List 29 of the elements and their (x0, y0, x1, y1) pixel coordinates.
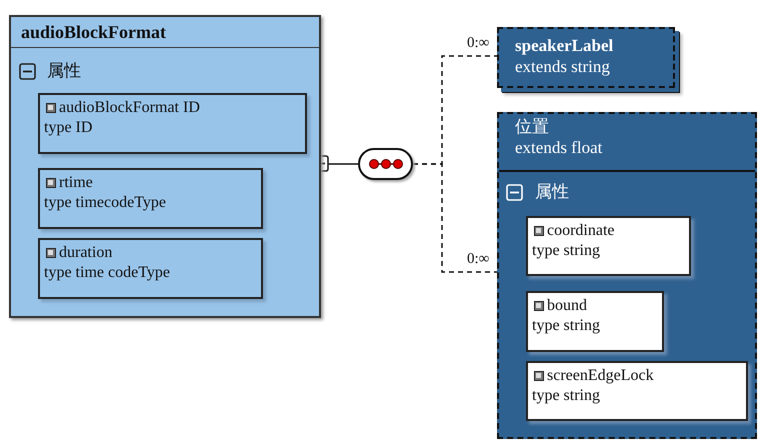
connector-line (413, 163, 497, 273)
element-name: speakerLabel (515, 36, 614, 56)
attribute-box (526, 361, 748, 421)
attribute-name: screenEdgeLock (547, 366, 654, 386)
section-heading: 属性 (47, 61, 81, 81)
attribute-name: coordinate (547, 221, 615, 241)
element-name: 位置 (515, 117, 549, 137)
element-box (497, 112, 757, 439)
attribute-box (38, 238, 263, 299)
attribute-box (526, 291, 664, 352)
attribute-box (526, 216, 691, 276)
type-label: extends float (515, 138, 602, 158)
attribute-box (38, 93, 307, 154)
attribute-name: bound (547, 296, 587, 316)
attribute-type: type time codeType (44, 263, 170, 283)
attribute-type: type string (532, 386, 600, 406)
attribute-name: audioBlockFormat ID (59, 98, 200, 118)
attribute-box (38, 168, 263, 229)
attribute-name: duration (59, 243, 112, 263)
section-heading: 属性 (535, 182, 569, 202)
attribute-type: type string (532, 316, 600, 336)
attribute-name: rtime (59, 173, 93, 193)
attribute-type: type ID (44, 118, 92, 138)
element-title: audioBlockFormat (11, 17, 319, 48)
attribute-type: type timecodeType (44, 193, 166, 213)
sequence-compositor (358, 148, 413, 180)
type-label: extends string (515, 57, 610, 77)
element-box (9, 15, 321, 318)
attribute-type: type string (532, 241, 600, 261)
